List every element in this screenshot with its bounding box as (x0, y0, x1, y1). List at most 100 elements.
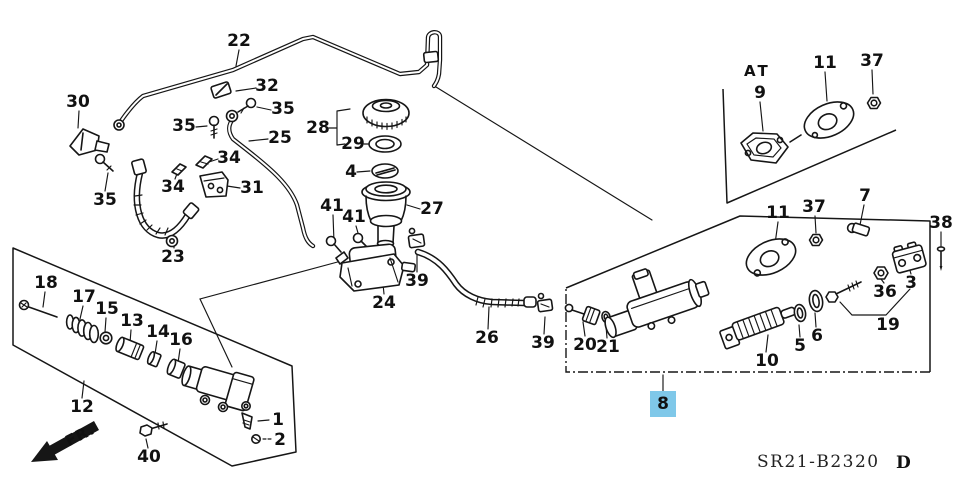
part-label-12: 12 (70, 397, 94, 417)
piston-13 (114, 336, 144, 360)
part-label-17: 17 (72, 287, 96, 307)
reservoir-tank-27 (362, 182, 410, 247)
part-label-32: 32 (255, 76, 279, 96)
part-label-20: 20 (573, 335, 597, 355)
gasket-11-at (799, 95, 860, 145)
part-label-38: 38 (929, 213, 953, 233)
reservoir-seal-4 (372, 164, 398, 178)
hose-nipple (402, 262, 416, 272)
hose-fitting-top (131, 159, 146, 176)
pushrod-bolt-20 (565, 304, 600, 325)
part-label-35: 35 (271, 99, 295, 119)
part-label-34: 34 (217, 148, 241, 168)
clutch-pipe-22 (114, 32, 440, 130)
part-label-35: 35 (172, 116, 196, 136)
part-label-29: 29 (341, 134, 365, 154)
bolt-35-upper (238, 99, 256, 114)
reservoir-diaphragm-29 (369, 136, 401, 152)
part-label-2: 2 (274, 430, 286, 450)
part-label-39: 39 (405, 271, 429, 291)
part-label-7: 7 (859, 186, 871, 206)
part-label-11: 11 (766, 203, 790, 223)
part-label-41: 41 (342, 207, 366, 227)
master-cylinder-group-box-solid (566, 216, 930, 372)
part-label-11: 11 (813, 53, 837, 73)
bracket-28-callout (329, 109, 350, 145)
hose-clamp-39-left (408, 228, 425, 248)
part-label-37: 37 (860, 51, 884, 71)
master-cylinder-group-box-chain (566, 288, 930, 372)
spring-seat-14 (146, 351, 161, 367)
part-label-40: 40 (137, 447, 161, 467)
bolt-41-right (354, 234, 369, 249)
part-label-35: 35 (93, 190, 117, 210)
fr-direction-arrow (31, 421, 99, 462)
pipe-to-cylinder-reference-line (436, 87, 652, 220)
nut-37-at (868, 98, 881, 109)
slave-cylinder-body (178, 358, 254, 411)
banjo-fitting (227, 111, 238, 122)
cup-16 (166, 358, 186, 378)
seal-5 (793, 304, 807, 323)
clip-34-left (172, 164, 186, 175)
bolt-40 (140, 422, 167, 436)
clutch-pipe-25 (227, 111, 314, 247)
diagram-code: SR21-B2320 (757, 452, 880, 472)
bolt-35-lower (96, 155, 114, 172)
pushrod-18 (20, 301, 58, 318)
part-label-36: 36 (873, 282, 897, 302)
bolt-35-middle (210, 117, 219, 139)
part-label-28: 28 (306, 118, 330, 138)
part-label-26: 26 (475, 328, 499, 348)
hose-end-fitting (524, 297, 536, 307)
hose-clamp-39-right (537, 294, 552, 312)
cylinder-bracket-24 (336, 244, 415, 291)
hose-fitting-bottom (183, 202, 200, 219)
diagram-code-suffix: D (896, 453, 911, 473)
slave-cylinder-group-box (13, 248, 296, 466)
bracket-19-callout (840, 289, 910, 315)
master-cylinder-body-8 (592, 252, 714, 344)
pushrod-10 (718, 302, 799, 349)
bolt-41-left (327, 237, 342, 253)
part-label-21: 21 (596, 337, 620, 357)
boot-17 (67, 315, 99, 343)
joint-7 (848, 223, 870, 237)
part-label-6: 6 (811, 326, 823, 346)
highlighted-part-marker (650, 391, 676, 417)
bracket-to-slave-reference-line (200, 260, 345, 367)
bleeder-cap-2 (252, 435, 260, 443)
bracket-30 (70, 129, 109, 155)
part-label-15: 15 (95, 299, 119, 319)
part-label-25: 25 (268, 128, 292, 148)
part-label-23: 23 (161, 247, 185, 267)
clutch-hose-26 (418, 252, 536, 307)
part-label-39: 39 (531, 333, 555, 353)
part-label-18: 18 (34, 273, 58, 293)
nut-36 (874, 267, 888, 279)
bolt-19 (826, 281, 861, 302)
at-variant-label: AT (744, 62, 771, 80)
part-label-3: 3 (905, 273, 917, 293)
part-label-1: 1 (272, 410, 284, 430)
pipe-clamp-32 (211, 82, 232, 99)
ring-15 (100, 332, 112, 344)
part-label-5: 5 (794, 336, 806, 356)
reservoir-cap-28 (363, 100, 409, 130)
part-label-34: 34 (161, 177, 185, 197)
part-label-22: 22 (227, 31, 251, 51)
gasket-11-mt (741, 232, 802, 282)
clutch-hose-23 (131, 159, 199, 247)
part-label-16: 16 (169, 330, 193, 350)
bleeder-screw-1 (242, 413, 252, 429)
part-label-19: 19 (876, 315, 900, 335)
part-label-37: 37 (802, 197, 826, 217)
part-label-31: 31 (240, 178, 264, 198)
pipe-end-fitting (114, 120, 124, 130)
part-label-10: 10 (755, 351, 779, 371)
part-label-9: 9 (754, 83, 766, 103)
part-label-27: 27 (420, 199, 444, 219)
part-label-4: 4 (345, 162, 357, 182)
